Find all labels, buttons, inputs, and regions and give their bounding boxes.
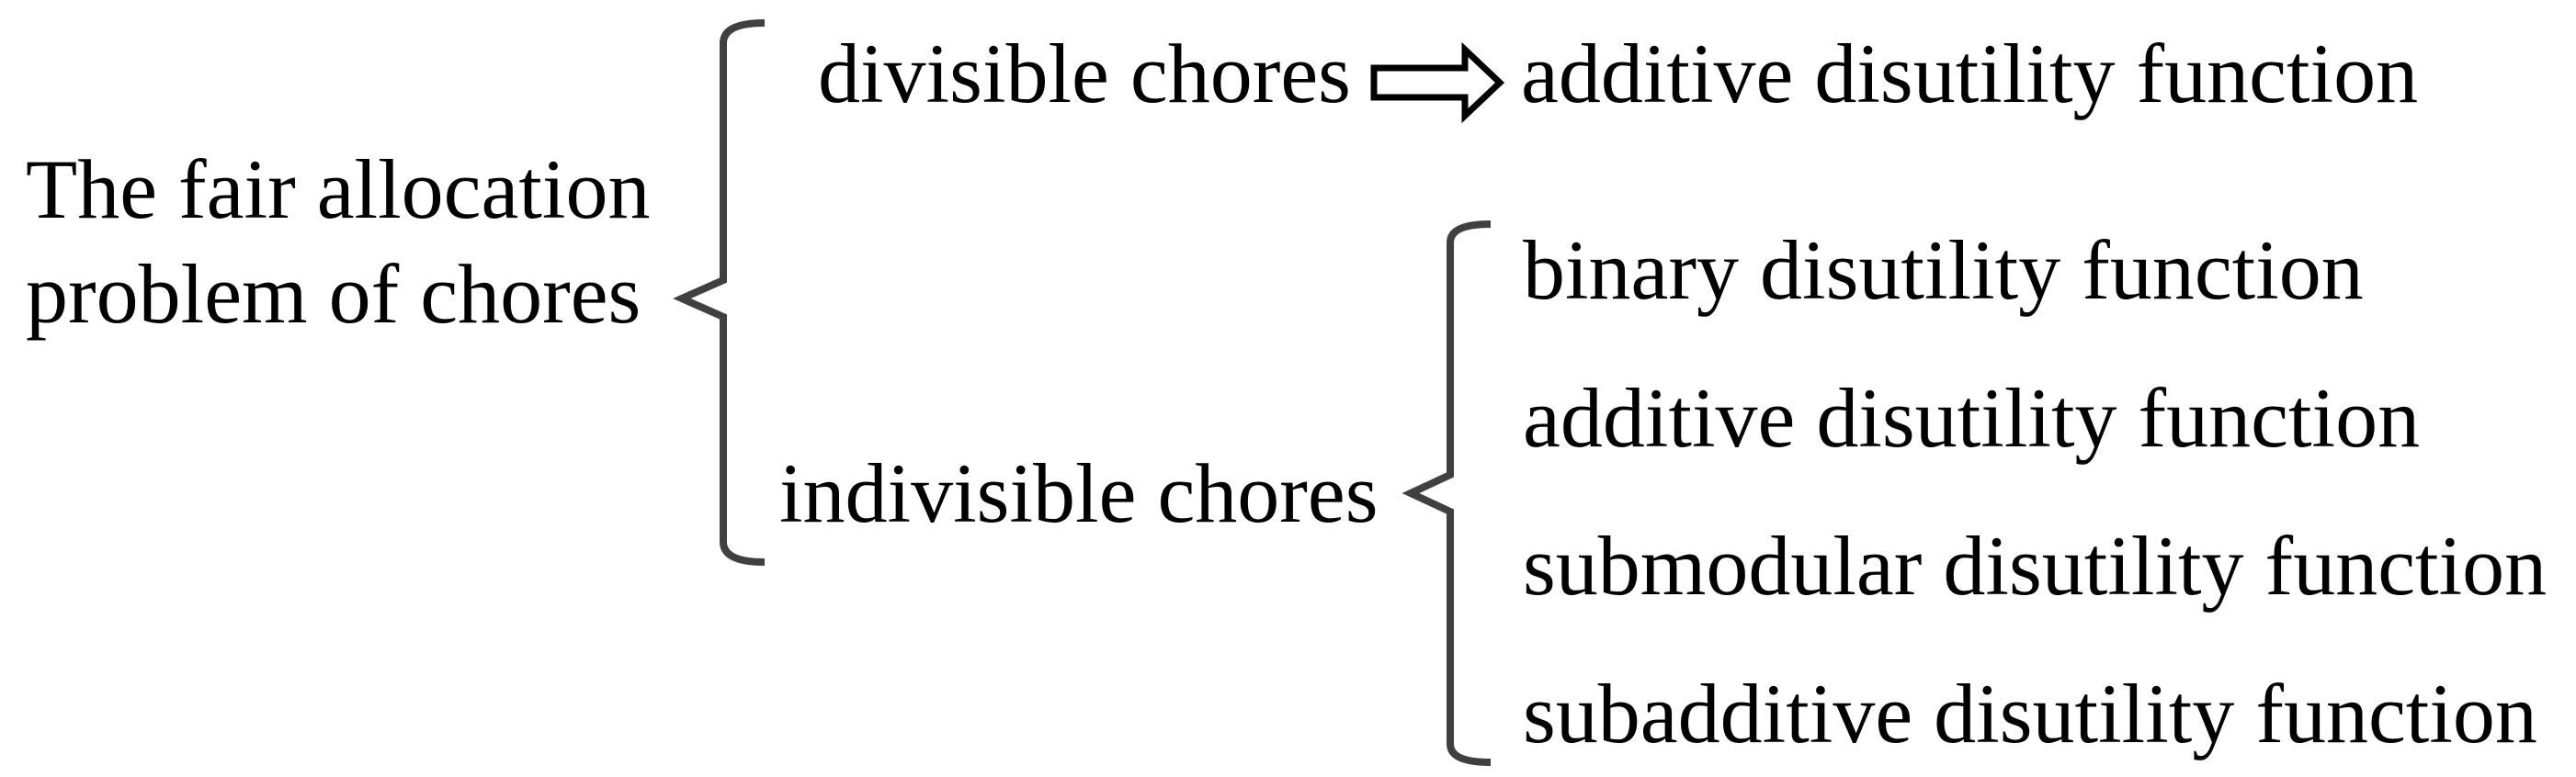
inner-left-curly-brace-icon xyxy=(1401,220,1492,766)
indivisible-chores-label: indivisible chores xyxy=(779,446,1379,540)
right-block-arrow-icon xyxy=(1370,41,1505,124)
indivisible-item-submodular: submodular disutility function xyxy=(1523,519,2548,613)
indivisible-item-subadditive: subadditive disutility function xyxy=(1523,667,2537,760)
indivisible-item-additive: additive disutility function xyxy=(1523,371,2421,465)
root-title-line-1: The fair allocation xyxy=(26,142,651,236)
divisible-chores-label: divisible chores xyxy=(818,27,1351,120)
root-title-line-2: problem of chores xyxy=(26,247,641,341)
divisible-chores-result-label: additive disutility function xyxy=(1521,27,2419,120)
indivisible-item-binary: binary disutility function xyxy=(1523,223,2364,317)
outer-left-curly-brace-icon xyxy=(673,19,766,566)
